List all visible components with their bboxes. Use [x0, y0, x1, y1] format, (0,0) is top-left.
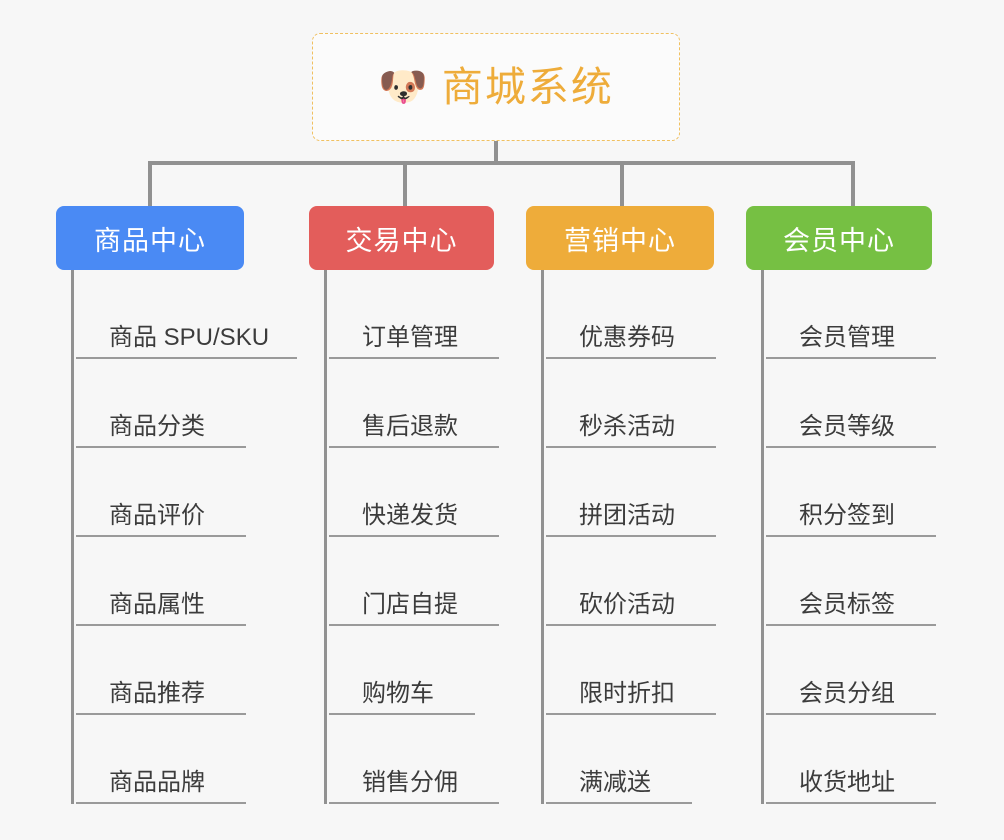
leaf-item-label: 商品 SPU/SKU: [109, 324, 270, 352]
leaf-item[interactable]: 商品评价: [76, 448, 246, 537]
leaf-item[interactable]: 订单管理: [329, 270, 499, 359]
leaf-item[interactable]: 优惠券码: [546, 270, 716, 359]
leaf-item[interactable]: 商品属性: [76, 537, 246, 626]
leaf-item[interactable]: 积分签到: [766, 448, 936, 537]
leaf-item-label: 商品推荐: [109, 680, 205, 708]
leaf-item[interactable]: 砍价活动: [546, 537, 716, 626]
leaf-item[interactable]: 会员管理: [766, 270, 936, 359]
leaf-item[interactable]: 拼团活动: [546, 448, 716, 537]
leaf-item-label: 快递发货: [362, 502, 458, 530]
leaf-item[interactable]: 会员分组: [766, 626, 936, 715]
leaf-item[interactable]: 商品品牌: [76, 715, 246, 804]
connector-drop-member: [851, 161, 855, 206]
leaf-item-label: 会员管理: [799, 324, 895, 352]
leaf-item-label: 购物车: [362, 680, 434, 708]
branch-column-marketing-center: 营销中心 优惠券码 秒杀活动 拼团活动 砍价活动 限时折扣 满减送: [526, 206, 736, 804]
branch-column-member-center: 会员中心 会员管理 会员等级 积分签到 会员标签 会员分组 收货地址: [746, 206, 956, 804]
category-label: 交易中心: [345, 225, 458, 256]
leaf-item[interactable]: 满减送: [546, 715, 692, 804]
leaf-item-label: 商品评价: [109, 502, 205, 530]
leaf-item-label: 商品分类: [109, 413, 205, 441]
leaf-item[interactable]: 商品推荐: [76, 626, 246, 715]
connector-root-stem: [494, 141, 498, 163]
category-label: 会员中心: [783, 225, 895, 256]
leaf-item-label: 会员分组: [799, 680, 895, 708]
connector-horizontal-bus: [148, 161, 855, 165]
leaf-item-label: 销售分佣: [362, 769, 458, 797]
leaf-item-label: 砍价活动: [579, 591, 675, 619]
leaf-item[interactable]: 购物车: [329, 626, 475, 715]
leaf-item[interactable]: 门店自提: [329, 537, 499, 626]
connector-drop-marketing: [620, 161, 624, 206]
leaf-item-label: 满减送: [579, 769, 651, 797]
leaf-item[interactable]: 会员等级: [766, 359, 936, 448]
leaf-item-label: 拼团活动: [579, 502, 675, 530]
connector-drop-product: [148, 161, 152, 206]
category-box-member-center[interactable]: 会员中心: [746, 206, 932, 270]
leaf-item-label: 商品属性: [109, 591, 205, 619]
leaf-item-label: 限时折扣: [579, 680, 675, 708]
leaf-list-member-center: 会员管理 会员等级 积分签到 会员标签 会员分组 收货地址: [761, 270, 956, 804]
category-box-trade-center[interactable]: 交易中心: [309, 206, 494, 270]
root-node-title: 商城系统: [441, 63, 614, 110]
leaf-item-label: 订单管理: [362, 324, 458, 352]
leaf-item-label: 积分签到: [799, 502, 895, 530]
leaf-item[interactable]: 会员标签: [766, 537, 936, 626]
leaf-item-label: 会员标签: [799, 591, 895, 619]
leaf-item-label: 门店自提: [362, 591, 458, 619]
leaf-item[interactable]: 秒杀活动: [546, 359, 716, 448]
leaf-item[interactable]: 收货地址: [766, 715, 936, 804]
leaf-item[interactable]: 商品 SPU/SKU: [76, 270, 297, 359]
leaf-item-label: 优惠券码: [579, 324, 675, 352]
branch-column-product-center: 商品中心 商品 SPU/SKU 商品分类 商品评价 商品属性 商品推荐 商品品牌: [56, 206, 306, 804]
leaf-item[interactable]: 商品分类: [76, 359, 246, 448]
dog-face-icon: 🐶: [378, 65, 428, 109]
leaf-list-product-center: 商品 SPU/SKU 商品分类 商品评价 商品属性 商品推荐 商品品牌: [71, 270, 306, 804]
leaf-list-marketing-center: 优惠券码 秒杀活动 拼团活动 砍价活动 限时折扣 满减送: [541, 270, 736, 804]
leaf-item[interactable]: 限时折扣: [546, 626, 716, 715]
leaf-item-label: 售后退款: [362, 413, 458, 441]
leaf-item-label: 秒杀活动: [579, 413, 675, 441]
category-box-marketing-center[interactable]: 营销中心: [526, 206, 714, 270]
root-node-mall-system[interactable]: 🐶 商城系统: [312, 33, 680, 141]
leaf-list-trade-center: 订单管理 售后退款 快递发货 门店自提 购物车 销售分佣: [324, 270, 529, 804]
leaf-item-label: 会员等级: [799, 413, 895, 441]
leaf-item[interactable]: 销售分佣: [329, 715, 499, 804]
leaf-item-label: 商品品牌: [109, 769, 205, 797]
category-label: 营销中心: [564, 225, 676, 256]
leaf-item-label: 收货地址: [799, 769, 895, 797]
leaf-item[interactable]: 售后退款: [329, 359, 499, 448]
leaf-item[interactable]: 快递发货: [329, 448, 499, 537]
category-box-product-center[interactable]: 商品中心: [56, 206, 244, 270]
category-label: 商品中心: [94, 225, 206, 256]
branch-column-trade-center: 交易中心 订单管理 售后退款 快递发货 门店自提 购物车 销售分佣: [309, 206, 529, 804]
connector-drop-trade: [403, 161, 407, 206]
